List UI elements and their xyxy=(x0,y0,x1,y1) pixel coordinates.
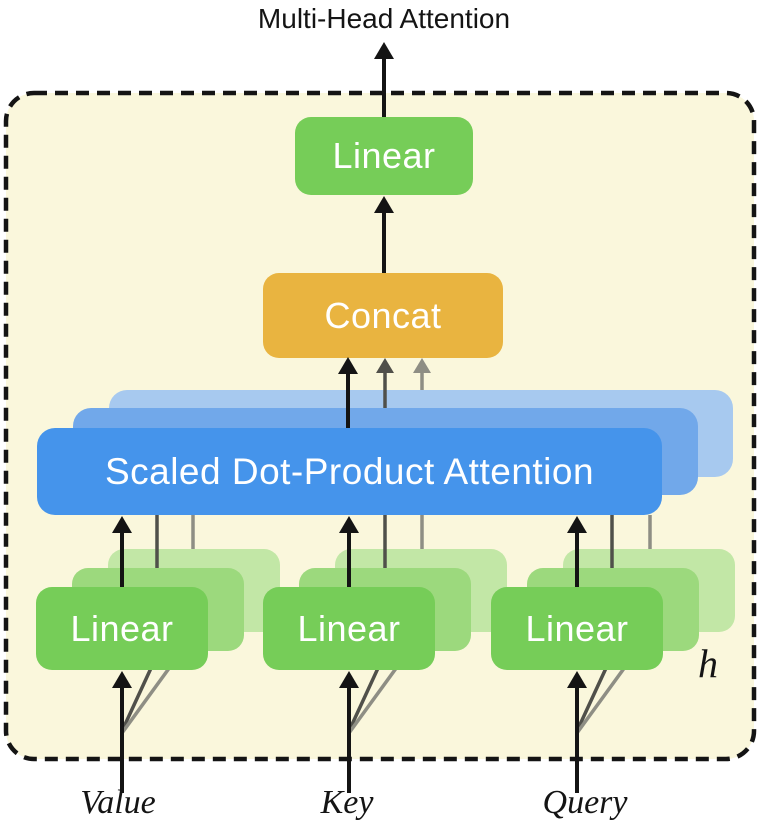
diagram-title: Multi-Head Attention xyxy=(257,3,511,34)
value-input-label: Value xyxy=(80,784,156,821)
query-input-label: Query xyxy=(542,784,628,821)
hidden-head-lines xyxy=(155,515,652,568)
key-linear-block: Linear xyxy=(263,587,435,670)
key-input-label: Key xyxy=(320,784,374,821)
concat-to-linear-arrow xyxy=(374,196,394,273)
attention-to-concat-arrows xyxy=(338,357,431,428)
input-arrows xyxy=(112,671,587,793)
concat-block: Concat xyxy=(263,273,503,358)
value-linear-block: Linear xyxy=(36,587,208,670)
output-arrow xyxy=(374,42,394,117)
head-count-label: h xyxy=(698,641,718,686)
query-linear-block: Linear xyxy=(491,587,663,670)
output-linear-block: Linear xyxy=(295,117,473,195)
linear-to-attention-arrows xyxy=(112,516,587,587)
attention-block: Scaled Dot-Product Attention xyxy=(37,428,662,515)
